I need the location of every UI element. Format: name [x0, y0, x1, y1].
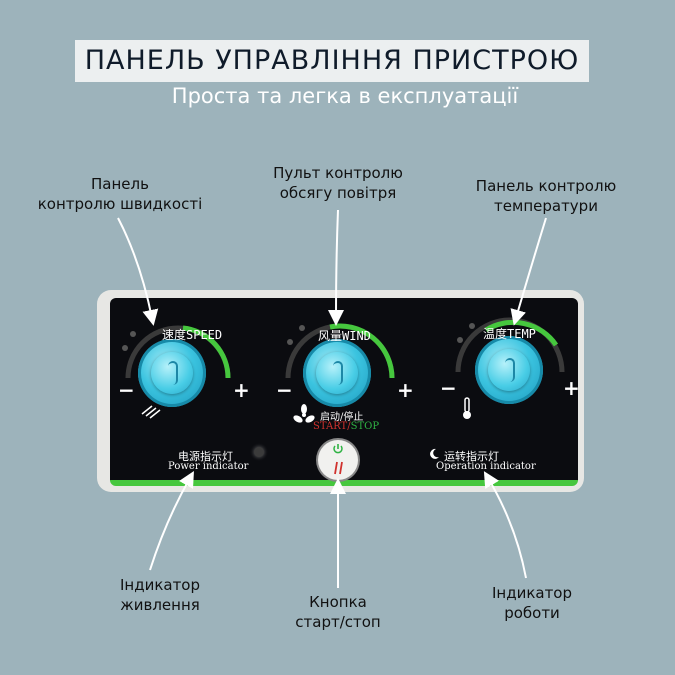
speed-knob-title: 速度SPEED: [162, 328, 223, 342]
thermometer-icon: [463, 397, 471, 419]
startstop-callout-line2: старт/стоп: [295, 613, 381, 631]
operation-callout-line2: роботи: [504, 604, 560, 622]
speed-icon: [141, 405, 161, 419]
wind-plus: +: [397, 378, 414, 402]
speed-plus: +: [233, 378, 250, 402]
power-callout: Індикатор живлення: [90, 575, 230, 615]
power-icon: [333, 444, 343, 454]
scale-dot: [122, 345, 128, 351]
temp-knob[interactable]: [475, 336, 543, 404]
temp-minus: −: [440, 376, 457, 400]
power-callout-line2: живлення: [120, 596, 200, 614]
scale-dot: [457, 337, 463, 343]
power-indicator-en: Power indicator: [168, 461, 249, 472]
wind-minus: −: [276, 378, 293, 402]
start-stop-button[interactable]: [318, 440, 358, 480]
operation-indicator-en: Operation indicator: [436, 461, 536, 472]
startstop-callout: Кнопка старт/стоп: [268, 592, 408, 632]
wind-callout: Пульт контролю обсягу повітря: [238, 163, 438, 203]
startstop-cn-label: 启动/停止: [320, 412, 364, 423]
speed-knob-mark: [168, 361, 178, 385]
wind-knob-title: 风量WIND: [318, 329, 371, 343]
temp-knob-cap[interactable]: [488, 349, 530, 391]
scale-dot: [299, 325, 305, 331]
operation-callout-line1: Індикатор: [491, 584, 573, 602]
title-banner: ПАНЕЛЬ УПРАВЛІННЯ ПРИСТРОЮ: [75, 40, 589, 82]
temp-callout: Панель контролю температури: [446, 176, 646, 216]
wind-callout-line2: обсягу повітря: [279, 184, 397, 202]
stop-label: STOP: [350, 421, 380, 432]
speed-callout: Панель контролю швидкості: [20, 174, 220, 214]
temp-callout-line1: Панель контролю: [475, 177, 617, 195]
speed-knob-cap[interactable]: [151, 352, 193, 394]
wind-knob-mark: [333, 361, 343, 385]
temp-plus: +: [563, 376, 580, 400]
speed-scale-arc-active: [182, 325, 231, 379]
start-label: START/: [313, 421, 351, 432]
operation-indicator-cn: 运转指示灯: [444, 450, 499, 463]
speed-callout-line1: Панель: [91, 175, 149, 193]
wind-knob[interactable]: [303, 339, 371, 407]
speed-callout-line2: контролю швидкості: [37, 195, 203, 213]
speed-minus: −: [118, 378, 135, 402]
power-indicator-light: [254, 447, 264, 457]
wind-scale-arc-active: [329, 323, 395, 379]
wind-knob-cap[interactable]: [316, 352, 358, 394]
wind-callout-line1: Пульт контролю: [273, 164, 403, 182]
page-subtitle: Проста та легка в експлуатації: [171, 84, 519, 108]
startstop-callout-line1: Кнопка: [309, 593, 367, 611]
power-indicator-cn: 电源指示灯: [178, 450, 233, 463]
scale-dot: [130, 331, 136, 337]
temp-callout-line2: температури: [494, 197, 598, 215]
startstop-en-label: START/STOP: [313, 421, 379, 432]
operation-callout: Індикатор роботи: [462, 583, 602, 623]
moon-icon: [430, 448, 439, 459]
temp-knob-title: 温度TEMP: [483, 327, 536, 341]
speed-knob[interactable]: [138, 339, 206, 407]
power-callout-line1: Індикатор: [119, 576, 201, 594]
page-title: ПАНЕЛЬ УПРАВЛІННЯ ПРИСТРОЮ: [84, 45, 580, 76]
pause-icon: [334, 461, 343, 475]
scale-dot: [469, 323, 475, 329]
fan-icon: [293, 404, 315, 423]
temp-knob-mark: [505, 358, 515, 382]
scale-dot: [287, 339, 293, 345]
